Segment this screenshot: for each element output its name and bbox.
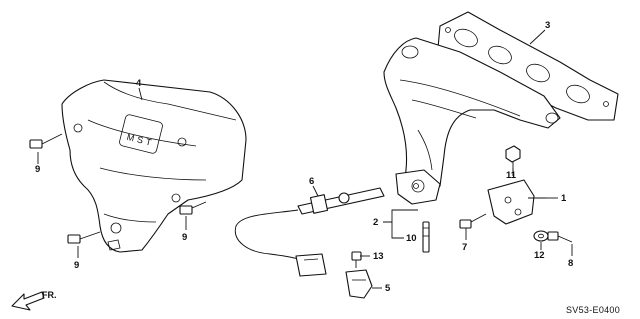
callout-8: 8 (568, 258, 573, 269)
bolt-9-bottom-left (67, 231, 101, 244)
front-direction-label: FR. (42, 290, 57, 300)
callout-5: 5 (385, 283, 391, 294)
bolt-8 (547, 231, 573, 243)
callout-1: 1 (561, 193, 567, 204)
callout-9-left: 9 (35, 164, 40, 175)
diagram-code: SV53-E0400 (566, 305, 620, 315)
bolt-13 (351, 251, 362, 268)
callout-4: 4 (136, 78, 142, 89)
callout-6: 6 (309, 176, 314, 187)
oxygen-sensor (234, 187, 385, 277)
bolt-7 (459, 213, 487, 229)
exhaust-manifold (383, 37, 561, 205)
callout-9-bottom: 9 (74, 260, 79, 271)
front-direction-arrow (11, 291, 45, 311)
callout-12: 12 (534, 250, 545, 261)
callout-10: 10 (406, 233, 417, 244)
bolt-9-center (179, 201, 207, 215)
callout-7: 7 (462, 242, 467, 253)
callout-11: 11 (506, 170, 517, 181)
washer-12 (533, 230, 549, 242)
callout-3: 3 (545, 20, 550, 31)
leader-lines (37, 29, 573, 289)
callout-9-center: 9 (182, 232, 187, 243)
stud-10 (422, 221, 430, 253)
callout-2: 2 (373, 217, 378, 228)
manifold-bracket (487, 179, 546, 225)
callout-13: 13 (373, 251, 384, 262)
bolt-9-left (29, 133, 63, 149)
heat-shield: M S T (61, 79, 247, 253)
clip-5 (345, 269, 373, 299)
